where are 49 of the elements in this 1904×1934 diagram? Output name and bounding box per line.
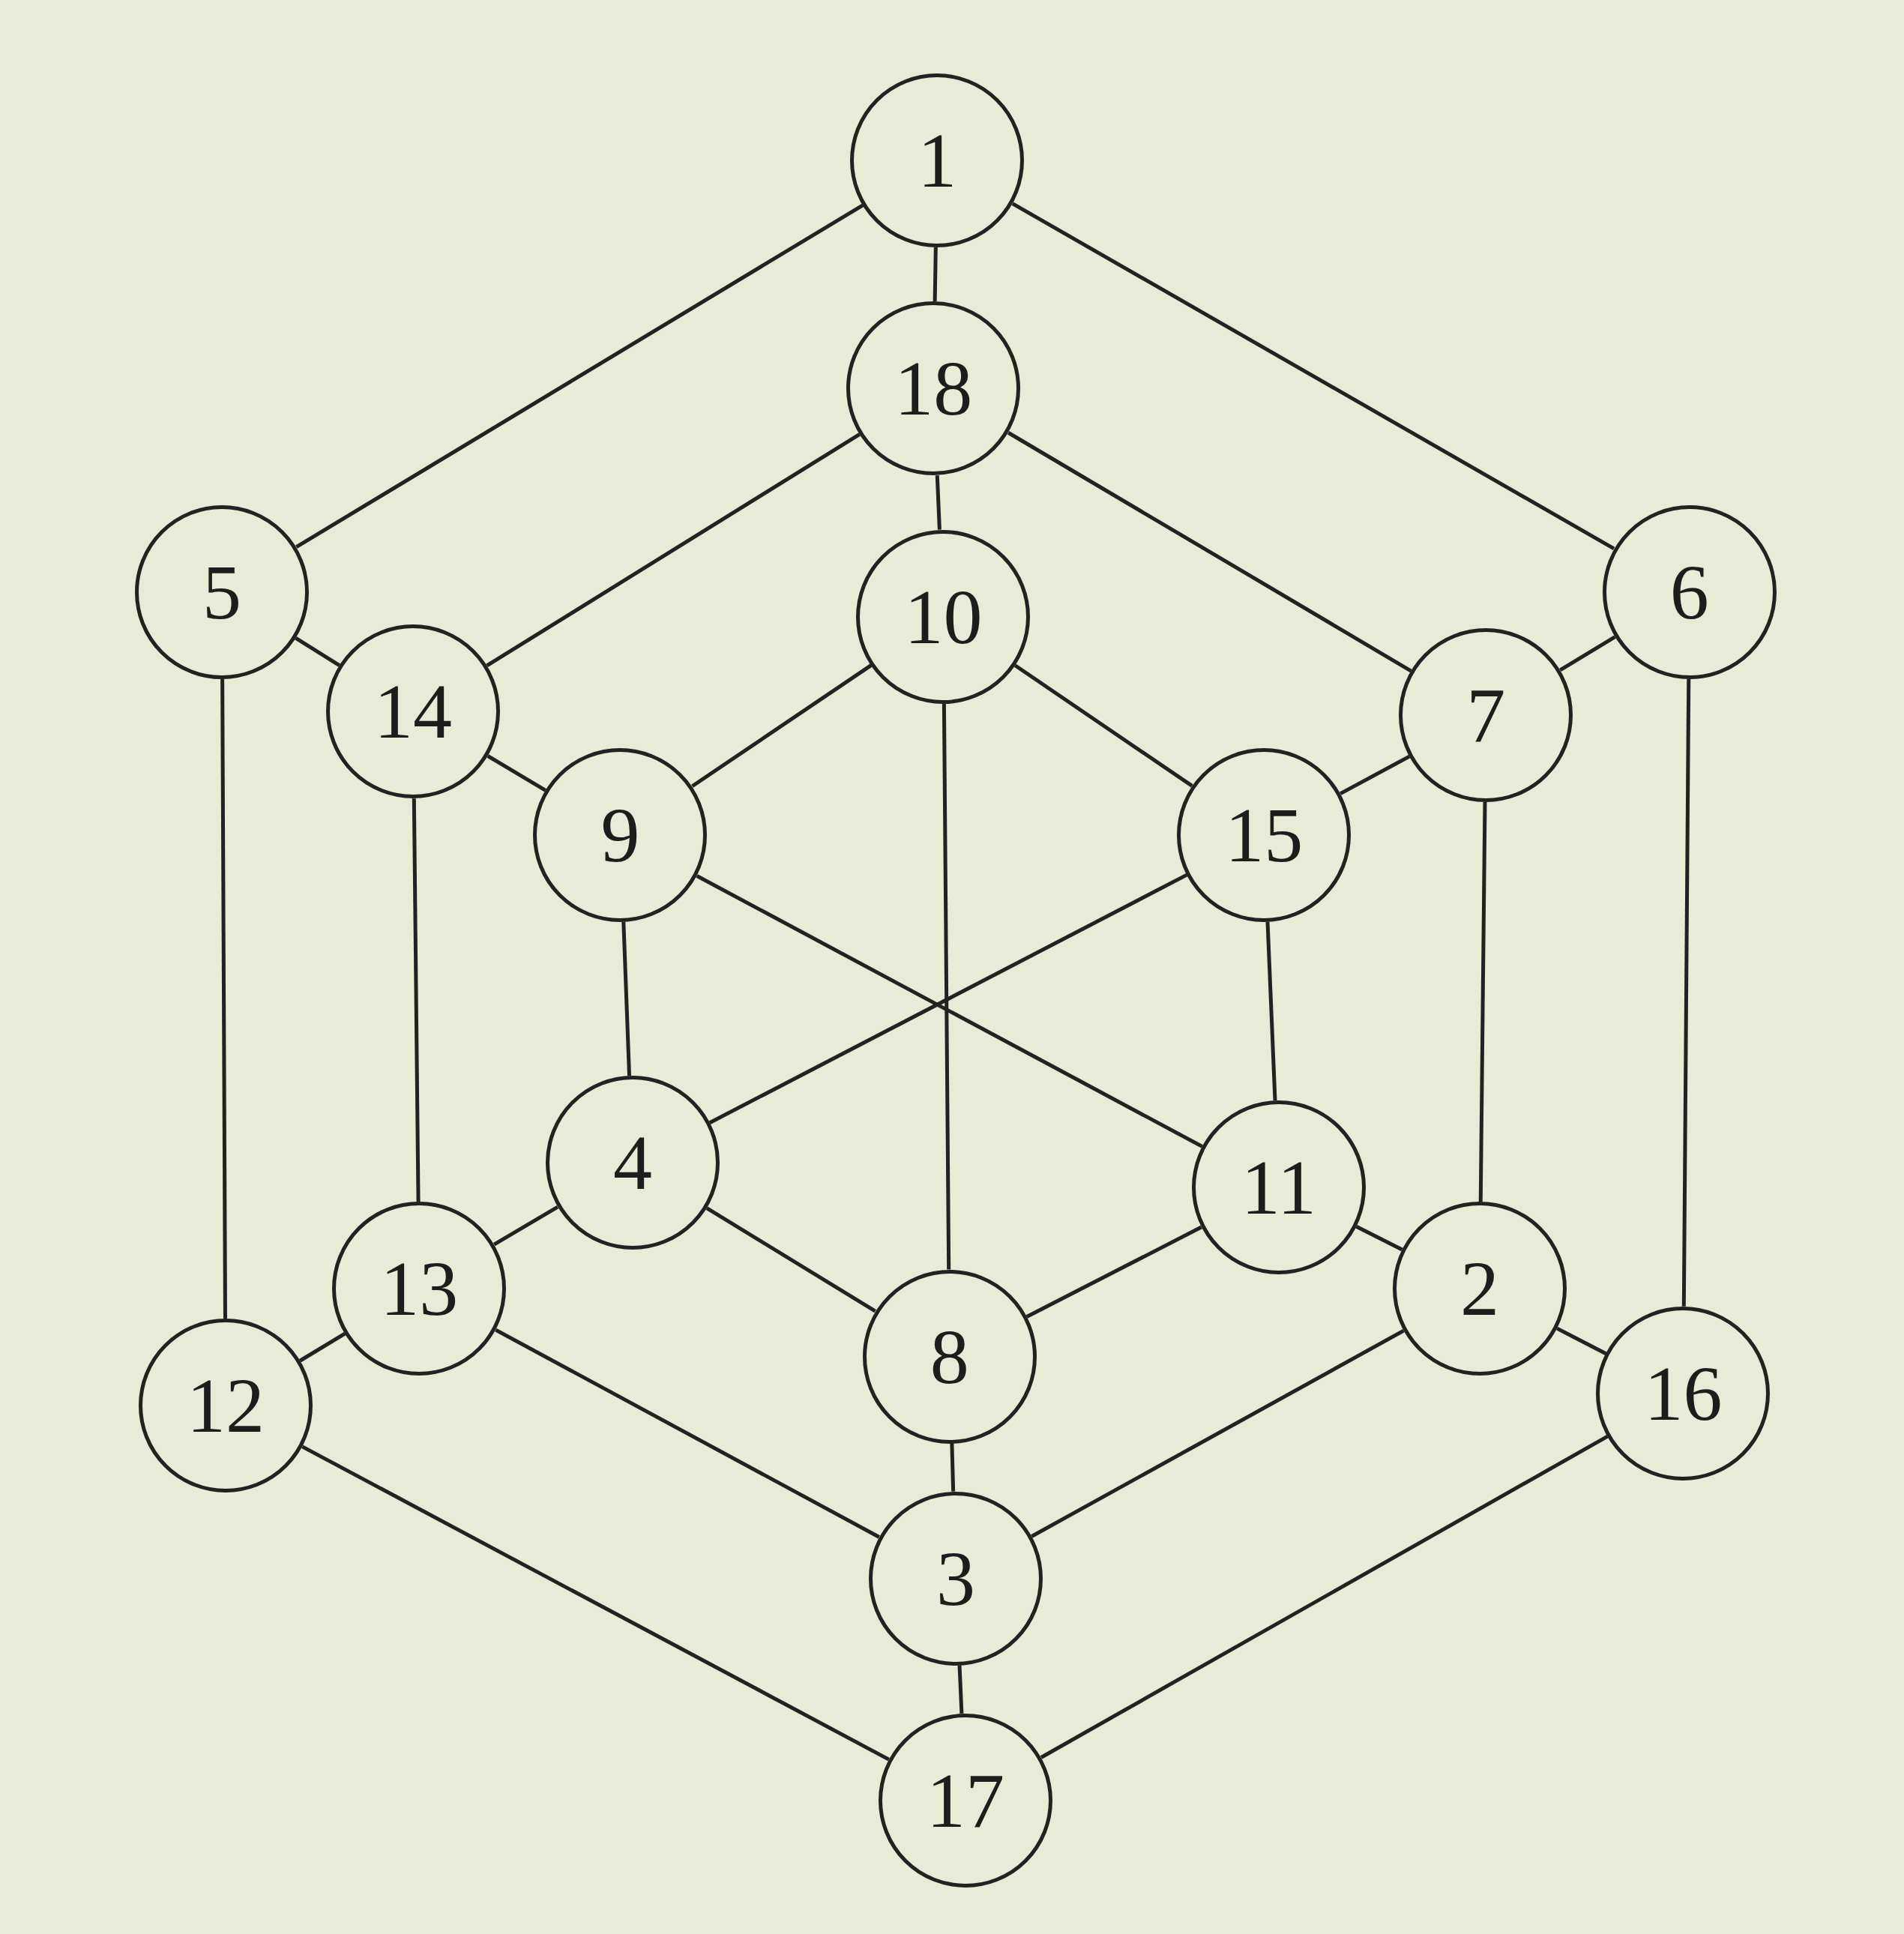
connector-line xyxy=(1011,202,1615,551)
connector-line xyxy=(950,1443,956,1492)
connector-line xyxy=(301,1445,890,1762)
connector-line xyxy=(486,433,861,668)
connector-line xyxy=(621,921,632,1076)
connector-line xyxy=(935,475,942,530)
node-number: 12 xyxy=(187,1367,265,1445)
connector-line xyxy=(1555,1326,1607,1355)
connector-line xyxy=(495,1328,880,1539)
connector-line xyxy=(1007,431,1412,673)
connector-line xyxy=(691,663,873,788)
connector-line xyxy=(933,247,938,302)
connector-line xyxy=(486,754,547,792)
connector-line xyxy=(705,1206,876,1313)
node-number: 4 xyxy=(612,1124,652,1202)
node-number: 17 xyxy=(927,1761,1005,1840)
connector-line xyxy=(1478,802,1487,1202)
connector-line xyxy=(295,636,341,667)
connector-line xyxy=(412,798,421,1202)
connector-line xyxy=(1559,635,1616,672)
node-number: 5 xyxy=(202,552,242,631)
node-number: 1 xyxy=(918,121,957,199)
node-number: 16 xyxy=(1644,1354,1723,1433)
connector-line xyxy=(492,1205,559,1247)
node-number: 6 xyxy=(1669,552,1709,631)
connector-line xyxy=(1265,921,1277,1101)
connector-line xyxy=(1681,678,1691,1307)
node-number: 13 xyxy=(380,1250,459,1328)
node-number: 18 xyxy=(894,349,973,428)
connector-line xyxy=(299,1331,346,1363)
connector-line xyxy=(1040,1434,1609,1759)
connector-line xyxy=(220,678,227,1319)
node-number: 7 xyxy=(1466,676,1506,755)
connector-line xyxy=(942,703,951,1270)
node-number: 3 xyxy=(936,1539,975,1618)
node-number: 11 xyxy=(1241,1148,1316,1227)
node-number: 10 xyxy=(904,577,983,656)
connector-line xyxy=(1025,1225,1202,1319)
node-number: 8 xyxy=(930,1317,969,1396)
node-number: 9 xyxy=(600,795,640,874)
connector-line xyxy=(957,1665,964,1714)
node-number: 14 xyxy=(374,672,453,751)
node-number: 2 xyxy=(1460,1250,1499,1328)
node-number: 15 xyxy=(1225,795,1304,874)
connector-line xyxy=(1031,1328,1405,1538)
connector-line xyxy=(1340,754,1411,795)
connector-line xyxy=(1013,663,1193,788)
connector-line xyxy=(1355,1225,1403,1252)
connector-line xyxy=(295,203,864,549)
